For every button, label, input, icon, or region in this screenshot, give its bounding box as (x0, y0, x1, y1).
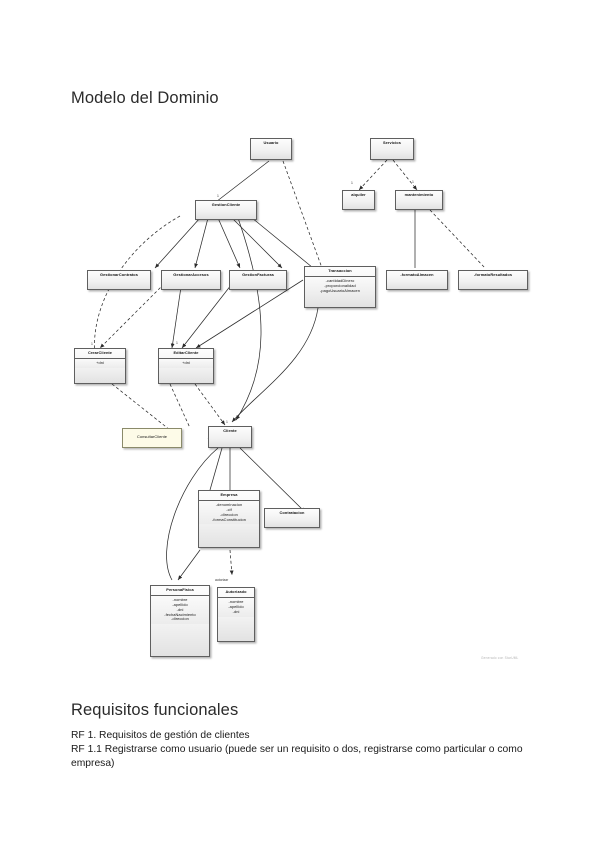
node-title: GestionarContratos (100, 272, 138, 277)
attribute: -proporcionalidad (324, 282, 356, 288)
attribute: -direccion (171, 616, 189, 622)
attribute: -nombre (228, 598, 244, 604)
node-title: Cliente (223, 428, 237, 433)
attribute: -fechaNacimiento (164, 611, 196, 617)
uml-node-mantenimiento[interactable]: mantenimiento (395, 190, 443, 210)
node-attributes: -denominacion -cif -direccion -formaCons… (199, 500, 259, 525)
node-title: Empresa (199, 491, 259, 501)
uml-note-consultar-cliente[interactable]: ConsultarCliente (122, 428, 182, 448)
diagram-watermark: Generado con StarUML (481, 656, 519, 660)
node-title: CrearCliente (75, 349, 125, 359)
requisito-rf1-1: RF 1.1 Registrarse como usuario (puede s… (71, 744, 523, 769)
node-attributes: +dni (75, 358, 125, 368)
attribute: +dni (182, 359, 190, 365)
node-title: GestionFacturas (242, 272, 274, 277)
uml-node-gestionar-contratos[interactable]: GestionarContratos (87, 270, 151, 290)
uml-node-crear-cliente[interactable]: CrearCliente +dni (74, 348, 126, 384)
uml-node-persona-fisica[interactable]: PersonaFisica -nombre -apellido -dni -fe… (150, 585, 210, 657)
uml-node-alquiler[interactable]: alquiler (342, 190, 375, 210)
note-text: ConsultarCliente (136, 434, 167, 439)
edge-label-multiplicity: 1 (91, 342, 93, 346)
edge-label-role-autorizar: autorizar (215, 578, 229, 582)
domain-model-diagram: Usuario Servicios GestionCliente alquile… (60, 120, 540, 680)
uml-node-empresa[interactable]: Empresa -denominacion -cif -direccion -f… (198, 490, 260, 548)
uml-node-autorizado[interactable]: Autorizado -nombre -apellido -dni (217, 587, 255, 642)
attribute: -cantidadDinero (325, 277, 355, 283)
attribute: -formaConstitucion (211, 516, 247, 522)
uml-node-usuario[interactable]: Usuario (250, 138, 292, 160)
node-title: mantenimiento (404, 192, 434, 197)
attribute: +dni (96, 359, 104, 365)
edge-label-multiplicity: 1 (226, 420, 228, 424)
page-title: Modelo del Dominio (71, 89, 219, 107)
attribute: -cif (226, 506, 232, 512)
node-attributes: -cantidadDinero -proporcionalidad -pagoU… (305, 276, 375, 296)
uml-node-gestion-cliente[interactable]: GestionCliente (195, 200, 257, 220)
uml-node-gestionar-accesos[interactable]: GestionarAccesos (161, 270, 221, 290)
attribute: -denominacion (215, 501, 243, 507)
edge-label-multiplicity: 1 (217, 194, 219, 198)
node-attributes: -nombre -apellido -dni -fechaNacimiento … (151, 595, 209, 625)
attribute: -nombre (172, 596, 188, 602)
attribute: -direccion (220, 511, 238, 517)
node-title: -formatoAlmacen (400, 272, 434, 277)
uml-node-contratacion[interactable]: Contratacion (264, 508, 320, 528)
node-title: -formatoResultados (473, 272, 513, 277)
edge-label-multiplicity: 1 (351, 181, 353, 185)
node-title: alquiler (351, 192, 366, 197)
node-title: GestionCliente (211, 202, 241, 207)
attribute: -dni (176, 606, 184, 612)
section-title-requisitos: Requisitos funcionales (71, 701, 239, 719)
attribute: -dni (232, 608, 240, 614)
node-title: Autorizado (218, 588, 254, 598)
attribute: -apellido (228, 603, 244, 609)
uml-node-servicios[interactable]: Servicios (370, 138, 414, 160)
node-attributes: +dni (159, 358, 213, 368)
requisito-rf1: RF 1. Requisitos de gestión de clientes (71, 730, 250, 741)
attribute: -apellido (172, 601, 188, 607)
node-title: GestionarAccesos (173, 272, 209, 277)
diagram-connectors (94, 159, 486, 581)
node-attributes: -nombre -apellido -dni (218, 597, 254, 617)
uml-node-formato-almacen[interactable]: -formatoAlmacen (386, 270, 448, 290)
uml-node-formato-resultados[interactable]: -formatoResultados (458, 270, 528, 290)
node-title: Contratacion (279, 510, 305, 515)
node-title: EditarCliente (159, 349, 213, 359)
uml-node-editar-cliente[interactable]: EditarCliente +dni (158, 348, 214, 384)
node-title: PersonaFisica (151, 586, 209, 596)
edge-label-multiplicity: 1 (412, 180, 414, 184)
edge-label-multiplicity: 1 (176, 341, 178, 345)
node-title: Usuario (263, 140, 279, 145)
node-title: Transaccion (305, 267, 375, 277)
uml-node-gestion-facturas[interactable]: GestionFacturas (229, 270, 287, 290)
attribute: -pagoUsuarioAlmacen (320, 287, 360, 293)
node-title: Servicios (382, 140, 401, 145)
uml-node-transaccion[interactable]: Transaccion -cantidadDinero -proporciona… (304, 266, 376, 308)
uml-node-cliente[interactable]: Cliente (208, 426, 252, 448)
